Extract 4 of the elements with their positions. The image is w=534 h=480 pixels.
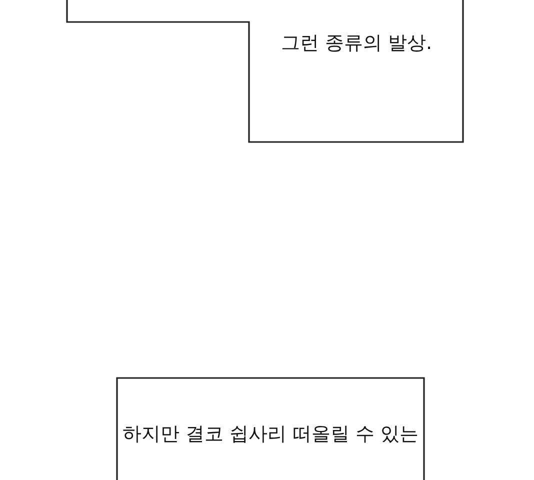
caption-text: 그런 종류의 발상. — [280, 31, 434, 56]
caption-box — [116, 377, 425, 480]
caption-text: 하지만 결코 쉽사리 떠올릴 수 있는 — [121, 422, 420, 447]
caption-box — [66, 0, 464, 143]
